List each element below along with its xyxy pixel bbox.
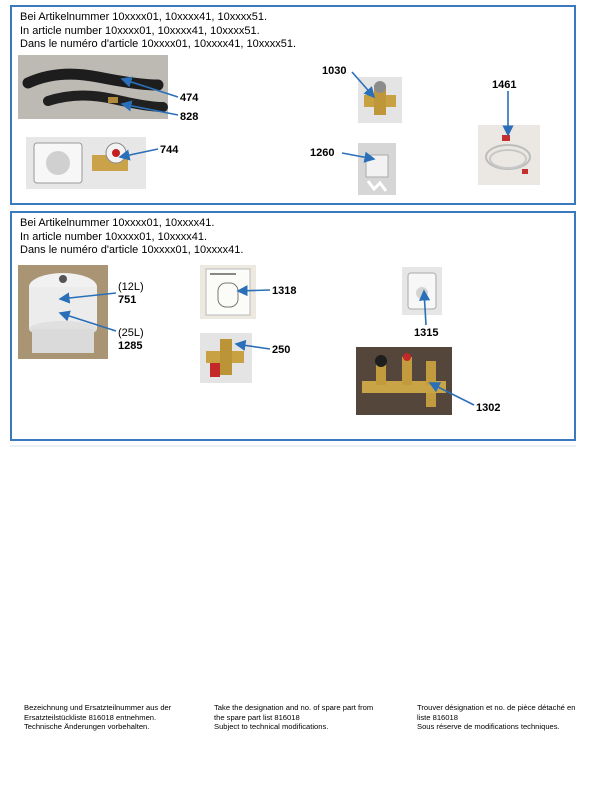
valve-1030-image	[358, 77, 402, 123]
footer-de-line: Ersatzteilstückliste 816018 entnehmen.	[24, 712, 157, 722]
part-number-1260: 1260	[310, 147, 335, 159]
sensor-cable-1461-image	[478, 125, 540, 185]
expansion-vessel-photo	[18, 265, 108, 359]
section-header: Bei Artikelnummer 10xxxx01, 10xxxx41, 10…	[20, 11, 296, 52]
part-number-828: 828	[180, 111, 199, 123]
footer-en-line: the spare part list 816018	[214, 712, 300, 722]
header-line-fr: Dans le numéro d'article 10xxxx01, 10xxx…	[20, 244, 244, 256]
part-number-751: 751	[118, 294, 137, 306]
header-line-de: Bei Artikelnummer 10xxxx01, 10xxxx41.	[20, 217, 215, 229]
footer-en-line: Take the designation and no. of spare pa…	[214, 703, 374, 712]
footer-de-line: Bezeichnung und Ersatzteilnummer aus der	[24, 703, 172, 712]
hoses-image	[18, 55, 168, 119]
footer-en: Take the designation and no. of spare pa…	[214, 703, 373, 732]
mixing-valve-image	[26, 137, 146, 189]
footer-en-line: Subject to technical modifications.	[214, 722, 329, 731]
parts-section-selected-articles: Bei Artikelnummer 10xxxx01, 10xxxx41. In…	[10, 211, 576, 441]
footer-fr: Trouver désignation et no. de pièce déta…	[417, 703, 575, 732]
valve-1030-photo	[358, 77, 402, 123]
part-number-744: 744	[160, 144, 179, 156]
part-number-1461: 1461	[492, 79, 517, 91]
header-line-fr: Dans le numéro d'article 10xxxx01, 10xxx…	[20, 38, 297, 50]
manual-1318-photo	[200, 265, 256, 319]
header-line-en: In article number 10xxxx01, 10xxxx41, 10…	[20, 24, 260, 37]
header-line-de: Bei Artikelnummer 10xxxx01, 10xxxx41, 10…	[20, 11, 268, 23]
manifold-1302-image	[356, 347, 452, 415]
part-number-250: 250	[272, 344, 291, 356]
controller-1315-image	[402, 267, 442, 315]
separator-line	[10, 445, 576, 447]
hoses-photo	[18, 55, 168, 119]
controller-1315-photo	[402, 267, 442, 315]
size-label-25l: (25L)	[118, 327, 144, 339]
part-number-1030: 1030	[322, 65, 347, 77]
section-header: Bei Artikelnummer 10xxxx01, 10xxxx41. In…	[20, 217, 243, 258]
part-number-1315: 1315	[414, 327, 439, 339]
part-number-1285: 1285	[118, 340, 143, 352]
safety-valve-250-image	[200, 333, 252, 383]
part-1260-photo	[358, 143, 396, 195]
part-number-1318: 1318	[272, 285, 297, 297]
footer-de-line: Technische Änderungen vorbehalten.	[24, 722, 150, 731]
footer-fr-line: Trouver désignation et no. de pièce déta…	[417, 703, 576, 712]
header-line-en: In article number 10xxxx01, 10xxxx41.	[20, 230, 208, 243]
size-label-12l: (12L)	[118, 281, 144, 293]
part-number-1302: 1302	[476, 402, 501, 414]
footer-fr-line: Sous réserve de modifications techniques…	[417, 722, 560, 731]
expansion-vessel-image	[18, 265, 108, 359]
manifold-1302-photo	[356, 347, 452, 415]
mixing-valve-photo	[26, 137, 146, 189]
part-1260-image	[358, 143, 396, 195]
safety-valve-250-photo	[200, 333, 252, 383]
parts-section-all-articles: Bei Artikelnummer 10xxxx01, 10xxxx41, 10…	[10, 5, 576, 205]
manual-1318-image	[200, 265, 256, 319]
footer-de: Bezeichnung und Ersatzteilnummer aus der…	[24, 703, 171, 732]
part-number-474: 474	[180, 92, 199, 104]
sensor-cable-1461-photo	[478, 125, 540, 185]
footer-fr-line: liste 816018	[417, 712, 458, 722]
